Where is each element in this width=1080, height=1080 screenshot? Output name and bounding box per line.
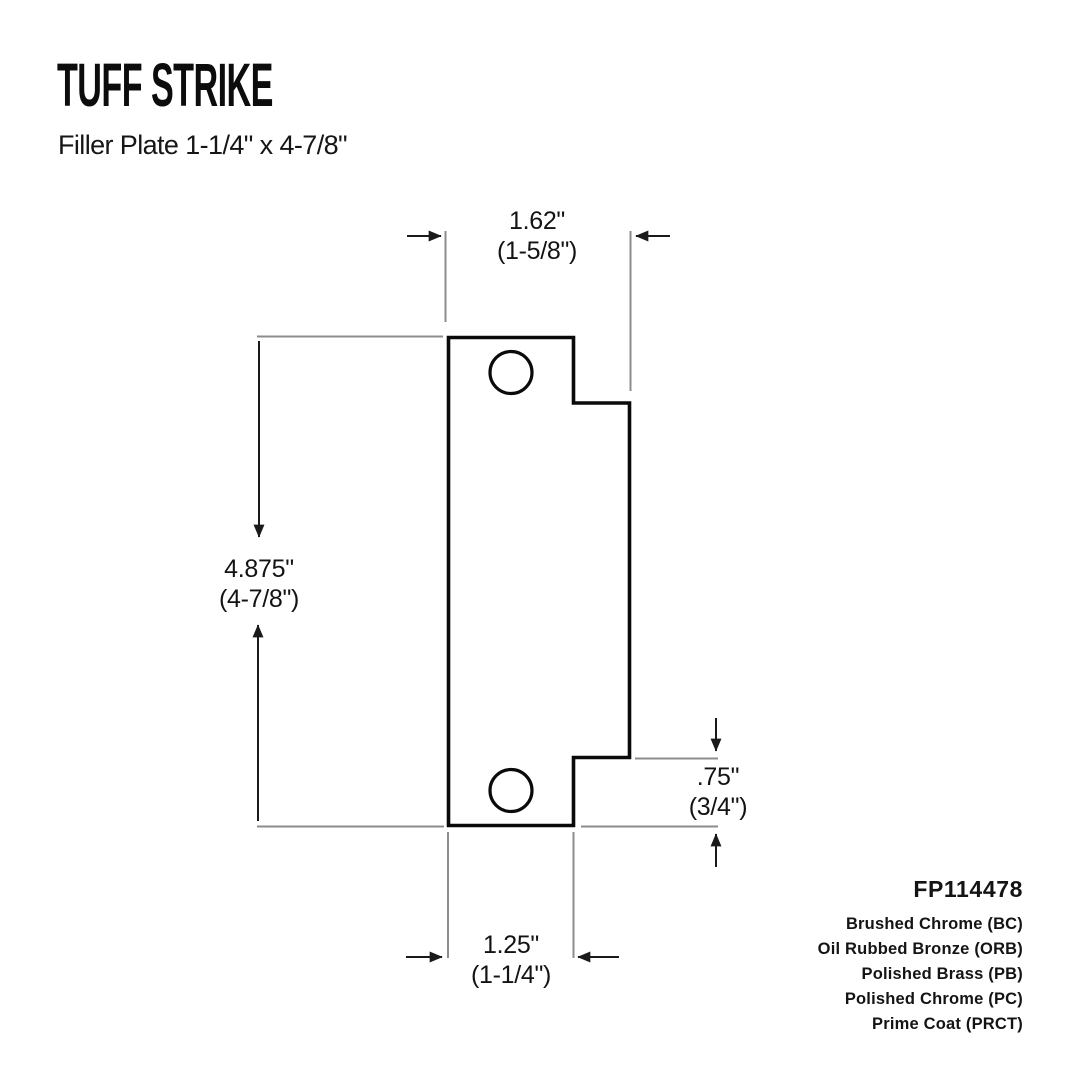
plate-outline xyxy=(446,335,632,828)
dimension-fraction: (1-1/4") xyxy=(470,961,552,989)
dimension-label-step: .75" (3/4") xyxy=(638,762,798,822)
extension-lines xyxy=(257,231,718,958)
finish-option: Polished Brass (PB) xyxy=(861,965,1023,983)
finish-option: Brushed Chrome (BC) xyxy=(845,915,1023,933)
part-number: FP114478 xyxy=(913,876,1023,902)
screw-hole-bottom xyxy=(488,767,534,814)
finish-option: Prime Coat (PRCT) xyxy=(872,1015,1023,1033)
dimension-label-width-narrow: 1.25" (1-1/4") xyxy=(431,930,591,990)
dimension-value: 4.875" xyxy=(224,555,294,583)
dimension-label-width-overall: 1.62" (1-5/8") xyxy=(457,206,617,266)
dimension-label-height: 4.875" (4-7/8") xyxy=(179,554,339,614)
screw-hole-top xyxy=(488,349,534,396)
finish-option: Polished Chrome (PC) xyxy=(844,990,1023,1008)
dimension-value: 1.62" xyxy=(508,207,566,235)
product-subtitle: Filler Plate 1-1/4" x 4-7/8" xyxy=(58,130,348,160)
dimension-value: .75" xyxy=(696,763,740,791)
dimension-arrows xyxy=(252,230,722,963)
brand-title: TUFF STRIKE xyxy=(57,51,273,119)
dimension-fraction: (3/4") xyxy=(688,793,748,821)
dimension-fraction: (1-5/8") xyxy=(496,237,578,265)
finish-option: Oil Rubbed Bronze (ORB) xyxy=(817,940,1023,958)
dimension-fraction: (4-7/8") xyxy=(218,585,300,613)
part-info: FP114478 Brushed Chrome (BC) Oil Rubbed … xyxy=(818,876,1023,1037)
dimension-value: 1.25" xyxy=(482,931,540,959)
